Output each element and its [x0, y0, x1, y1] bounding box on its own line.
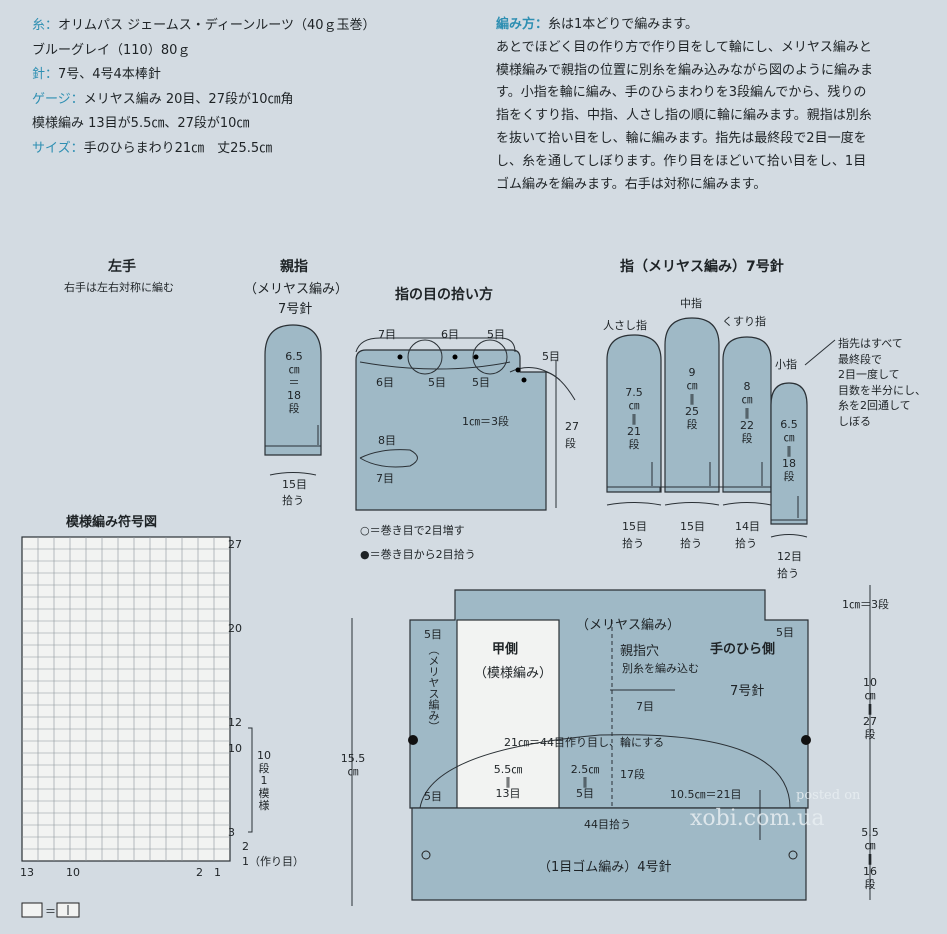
pattern-grid-lines [22, 537, 230, 861]
pickup-panel [355, 349, 547, 511]
materials-spec: 糸：オリムパス ジェームス・ディーンルーツ（40ｇ玉巻） ブルーグレイ（110）… [32, 18, 376, 156]
left-hand-title: 左手 [108, 259, 136, 275]
thumb-shape [264, 324, 322, 456]
middle-finger-shape [664, 317, 720, 493]
chart-title: 模様編み符号図 [66, 515, 158, 530]
watermark-line1: posted on [796, 788, 861, 803]
legend-circle: ○＝巻き目で2目増す [360, 524, 465, 537]
fingers-title: 指（メリヤス編み）7号針 [620, 259, 784, 275]
legend-dot: ●＝巻き目から2目拾う [360, 548, 476, 561]
thumb-sub: （メリヤス編み） [244, 282, 349, 297]
index-finger-shape [606, 334, 662, 493]
rib-cuff [411, 807, 807, 901]
instructions: 編み方：糸は1本どりで編みます。 あとでほどく目の作り方で作り目をして輪にし、メ… [496, 17, 874, 192]
thumb-needle: 7号針 [278, 302, 313, 317]
thumb-title: 親指 [280, 259, 308, 275]
left-hand-note: 右手は左右対称に編む [64, 281, 174, 294]
ring-finger-shape [722, 336, 772, 493]
pattern-grid [21, 536, 231, 862]
back-panel [456, 619, 560, 809]
pickup-title: 指の目の拾い方 [395, 287, 493, 303]
watermark-line2: xobi.com.ua [690, 806, 825, 831]
little-finger-shape [770, 382, 808, 525]
